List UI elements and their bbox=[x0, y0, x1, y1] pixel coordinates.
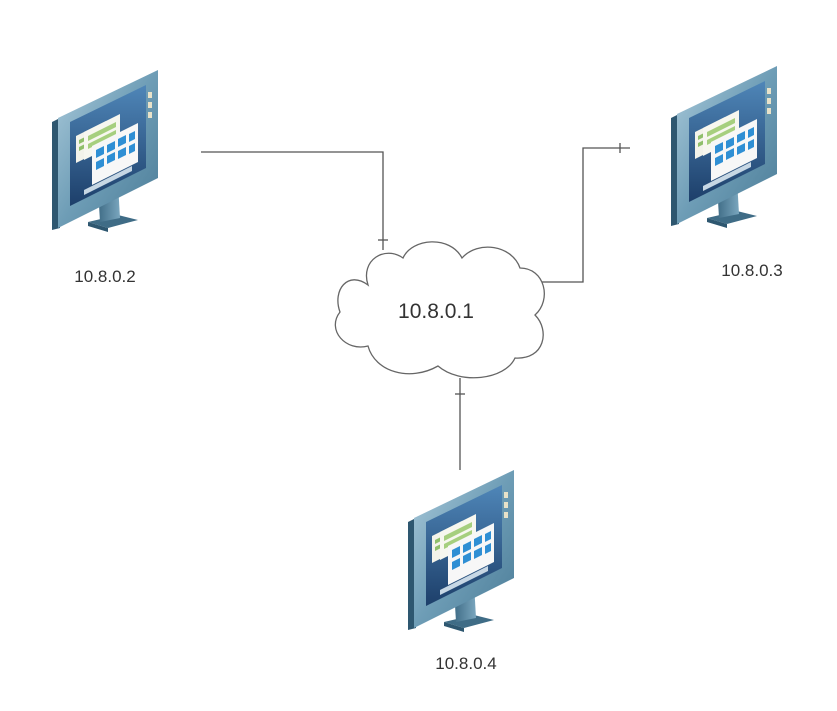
network-cloud: 10.8.0.1 bbox=[334, 241, 545, 379]
monitor-icon bbox=[408, 470, 514, 632]
host-label: 10.8.0.4 bbox=[435, 654, 496, 673]
cloud-icon bbox=[334, 241, 545, 379]
link-host-10-8-0-3 bbox=[540, 147, 630, 283]
host-label: 10.8.0.2 bbox=[74, 267, 135, 286]
link-host-10-8-0-2 bbox=[201, 151, 384, 250]
host-label: 10.8.0.3 bbox=[721, 261, 782, 280]
connections bbox=[201, 143, 630, 470]
cloud-label: 10.8.0.1 bbox=[398, 300, 474, 323]
monitor-icon bbox=[671, 66, 777, 228]
monitor-icon bbox=[52, 70, 158, 232]
host-10-8-0-3: 10.8.0.3 bbox=[671, 66, 783, 280]
host-10-8-0-2: 10.8.0.2 bbox=[52, 70, 158, 286]
host-10-8-0-4: 10.8.0.4 bbox=[408, 470, 514, 673]
